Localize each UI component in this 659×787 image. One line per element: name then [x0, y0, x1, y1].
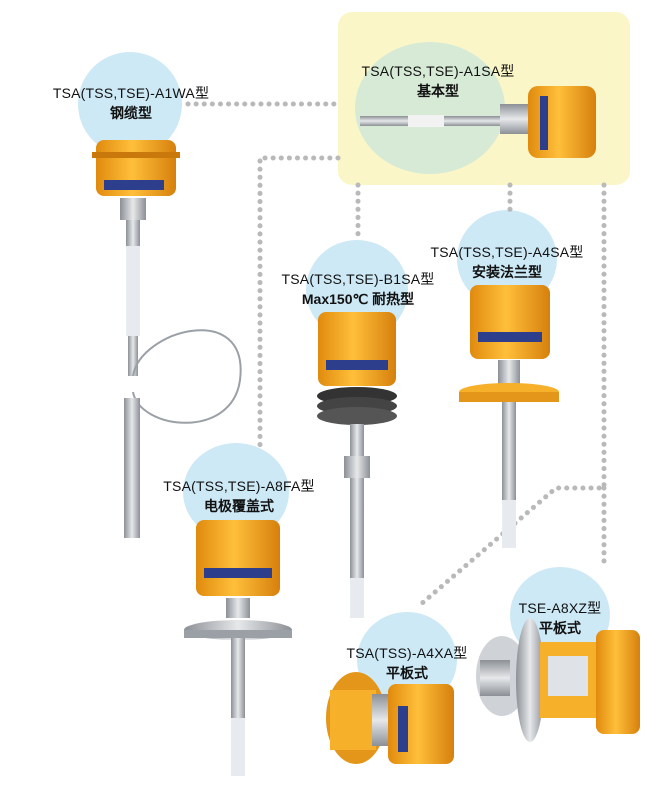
label-a8fa: TSA(TSS,TSE)-A8FA型 电极覆盖式	[148, 476, 330, 516]
model-a1wa: TSA(TSS,TSE)-A1WA型	[52, 85, 210, 101]
label-b1sa: TSA(TSS,TSE)-B1SA型 Max150℃ 耐热型	[268, 269, 448, 309]
name-a8fa: 电极覆盖式	[204, 498, 274, 514]
product-a1sa	[360, 86, 596, 158]
product-a1wa	[92, 140, 242, 538]
dotted-connectors	[185, 101, 607, 608]
product-b1sa	[317, 312, 397, 618]
bubble-a1sa	[355, 42, 505, 174]
name-a4xa: 平板式	[386, 665, 428, 681]
label-a1wa: TSA(TSS,TSE)-A1WA型 钢缆型	[40, 83, 222, 123]
model-b1sa: TSA(TSS,TSE)-B1SA型	[281, 271, 435, 287]
model-a1sa: TSA(TSS,TSE)-A1SA型	[361, 63, 515, 79]
label-a1sa: TSA(TSS,TSE)-A1SA型 基本型	[348, 61, 528, 101]
model-a4xa: TSA(TSS)-A4XA型	[346, 645, 468, 661]
name-a8xz: 平板式	[539, 620, 581, 636]
label-a4xa: TSA(TSS)-A4XA型 平板式	[332, 643, 482, 683]
bubble-a1wa	[78, 52, 182, 156]
name-a4sa: 安装法兰型	[472, 264, 542, 280]
label-a8xz: TSE-A8XZ型 平板式	[500, 598, 620, 638]
product-a4xa	[326, 672, 454, 764]
model-a8xz: TSE-A8XZ型	[518, 600, 602, 616]
product-a8xz	[476, 618, 640, 742]
name-a1wa: 钢缆型	[110, 105, 152, 121]
product-a4sa	[459, 285, 559, 548]
name-a1sa: 基本型	[417, 83, 459, 99]
model-a8fa: TSA(TSS,TSE)-A8FA型	[163, 478, 315, 494]
model-a4sa: TSA(TSS,TSE)-A4SA型	[430, 244, 584, 260]
label-a4sa: TSA(TSS,TSE)-A4SA型 安装法兰型	[416, 242, 598, 282]
product-a8fa	[184, 520, 292, 776]
name-b1sa: Max150℃ 耐热型	[301, 291, 415, 307]
